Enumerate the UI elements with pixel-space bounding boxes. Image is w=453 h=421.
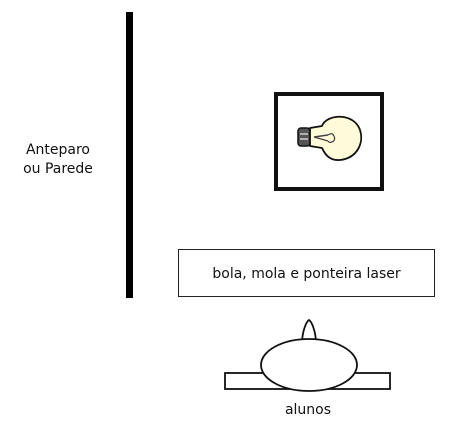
objects-label: bola, mola e ponteira laser xyxy=(212,266,401,282)
wall-screen xyxy=(126,12,133,298)
students-label: alunos xyxy=(284,402,332,418)
student-figure-icon xyxy=(224,318,391,392)
wall-label-line1: Anteparo xyxy=(25,142,91,158)
light-source-box xyxy=(274,92,384,191)
objects-box: bola, mola e ponteira laser xyxy=(178,249,435,297)
light-bulb-icon xyxy=(297,115,362,161)
wall-label-line2: ou Parede xyxy=(23,161,93,177)
wall-label: Anteparo ou Parede xyxy=(10,141,106,179)
